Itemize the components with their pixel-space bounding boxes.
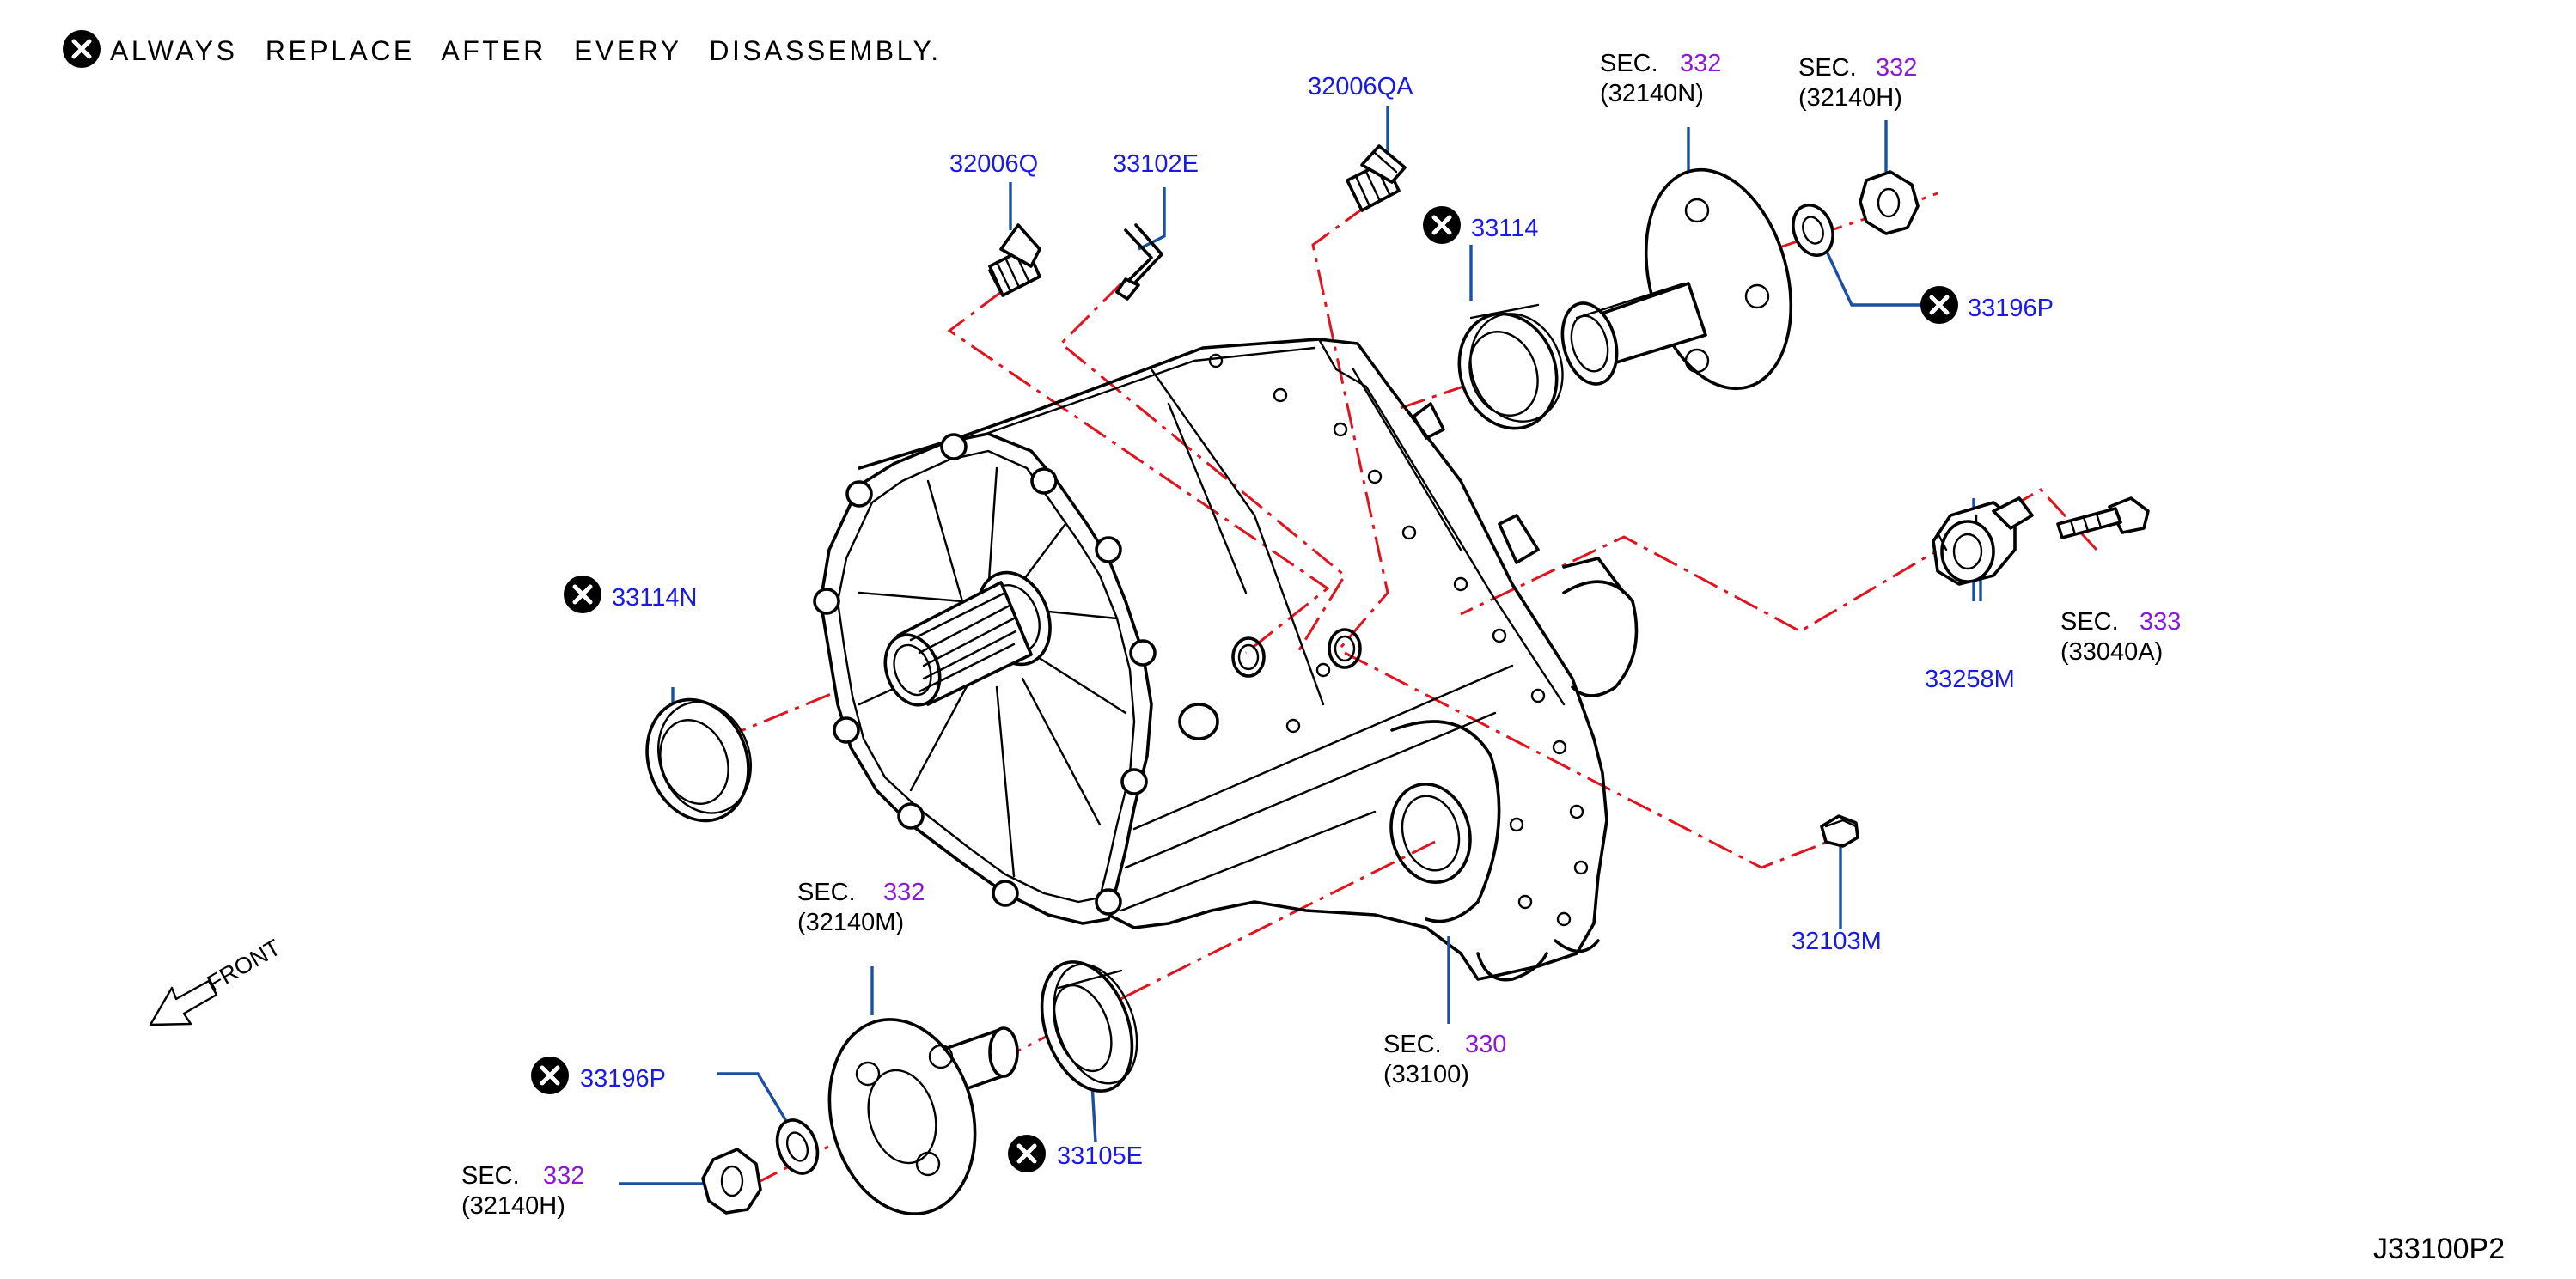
callout-sec-32140H-bottom: SEC. 332 (32140H) <box>461 1162 584 1220</box>
part-number-label: 33196P <box>580 1065 666 1093</box>
part-33102E-drawing <box>1115 223 1163 301</box>
part-32140N-flange-drawing <box>1560 167 1793 391</box>
sec-number: 332 <box>1876 54 1917 82</box>
sec-number: 332 <box>1680 50 1721 77</box>
transfer-case-housing <box>858 338 1639 982</box>
callout-32006QA: 32006QA <box>1308 73 1413 100</box>
part-number-label: 33102E <box>1113 150 1199 178</box>
front-indicator: FRONT <box>149 935 285 1026</box>
part-33196P-bottom-drawing <box>775 1118 820 1175</box>
sec-code: (32140N) <box>1600 80 1704 107</box>
part-33114N-drawing <box>645 697 753 823</box>
front-arrow-icon <box>149 979 218 1026</box>
centerline-32103M <box>1344 651 1840 869</box>
sec-code: (33040A) <box>2060 638 2163 666</box>
centerline-33105E <box>1142 840 1436 990</box>
part-number-label: 32006QA <box>1308 73 1413 100</box>
part-32140M-flange-drawing <box>827 1018 1019 1215</box>
part-number-label: 33105E <box>1057 1142 1143 1170</box>
housing-bolts <box>1208 353 1589 927</box>
callout-33258M: 33258M <box>1925 666 2015 693</box>
part-bolt-33040A-drawing <box>2056 496 2150 539</box>
callout-33102E: 33102E <box>1113 150 1199 178</box>
sec-number: 332 <box>883 879 925 906</box>
part-number-label: 33114 <box>1471 215 1539 242</box>
sec-prefix: SEC. <box>461 1162 520 1190</box>
part-33114-drawing <box>1457 303 1564 430</box>
callout-sec-32140M: SEC. 332 (32140M) <box>797 879 925 936</box>
note-text: ALWAYS REPLACE AFTER EVERY DISASSEMBLY. <box>110 35 942 66</box>
x-circle-icon <box>1423 206 1461 244</box>
callout-sec-32140H-top: SEC. 332 (32140H) <box>1798 54 1917 112</box>
callout-33196P-bottom: 33196P <box>531 1057 666 1094</box>
part-number-label: 32103M <box>1792 928 1882 955</box>
part-number-label: 33114N <box>612 584 697 612</box>
sec-prefix: SEC. <box>797 879 856 906</box>
sec-prefix: SEC. <box>1798 54 1857 82</box>
part-32140H-bottom-nut-drawing <box>701 1148 762 1215</box>
sec-code: (32140M) <box>797 909 904 936</box>
callout-33196P-top: 33196P <box>1920 286 2054 324</box>
centerline-32006Q <box>947 290 1330 655</box>
x-circle-icon <box>1008 1135 1046 1172</box>
part-32006Q-drawing <box>988 223 1041 297</box>
sec-number: 333 <box>2140 608 2181 636</box>
sec-code: (33100) <box>1383 1061 1469 1088</box>
sec-code: (32140H) <box>461 1192 565 1220</box>
callout-33105E: 33105E <box>1008 1135 1143 1172</box>
part-number-label: 33258M <box>1925 666 2015 693</box>
callout-sec-32140N: SEC. 332 (32140N) <box>1600 50 1721 107</box>
centerline-33258M <box>1460 488 2098 633</box>
centerline-32006QA <box>1311 204 1389 654</box>
replace-note: ALWAYS REPLACE AFTER EVERY DISASSEMBLY. <box>63 30 942 68</box>
x-circle-icon <box>564 576 601 613</box>
part-33105E-drawing <box>1040 960 1138 1093</box>
part-number-label: 33196P <box>1968 295 2054 322</box>
diagram-id: J33100P2 <box>2373 1233 2505 1265</box>
callout-32103M: 32103M <box>1792 928 1882 955</box>
callout-33114N: 33114N <box>564 576 697 613</box>
callout-33114: 33114 <box>1423 206 1539 244</box>
sec-prefix: SEC. <box>2060 608 2119 636</box>
part-32006QA-drawing <box>1346 144 1407 212</box>
part-32103M-drawing <box>1820 814 1859 848</box>
callout-32006Q: 32006Q <box>949 150 1038 178</box>
callout-sec-33040A: SEC. 333 (33040A) <box>2060 608 2181 666</box>
x-circle-icon <box>63 30 101 68</box>
front-housing-flange <box>813 432 1157 925</box>
sec-number: 332 <box>543 1162 584 1190</box>
callout-sec-33100: SEC. 330 (33100) <box>1383 1031 1506 1088</box>
sec-code: (32140H) <box>1798 84 1902 112</box>
front-label: FRONT <box>203 935 285 996</box>
part-32140H-top-nut-drawing <box>1859 170 1920 235</box>
part-number-label: 32006Q <box>949 150 1038 178</box>
sec-prefix: SEC. <box>1600 50 1658 77</box>
x-circle-icon <box>531 1057 569 1094</box>
x-circle-icon <box>1920 286 1958 324</box>
part-33258M-drawing <box>1932 496 2034 586</box>
sec-prefix: SEC. <box>1383 1031 1442 1058</box>
sec-number: 330 <box>1465 1031 1506 1058</box>
part-33196P-top-drawing <box>1792 204 1834 257</box>
